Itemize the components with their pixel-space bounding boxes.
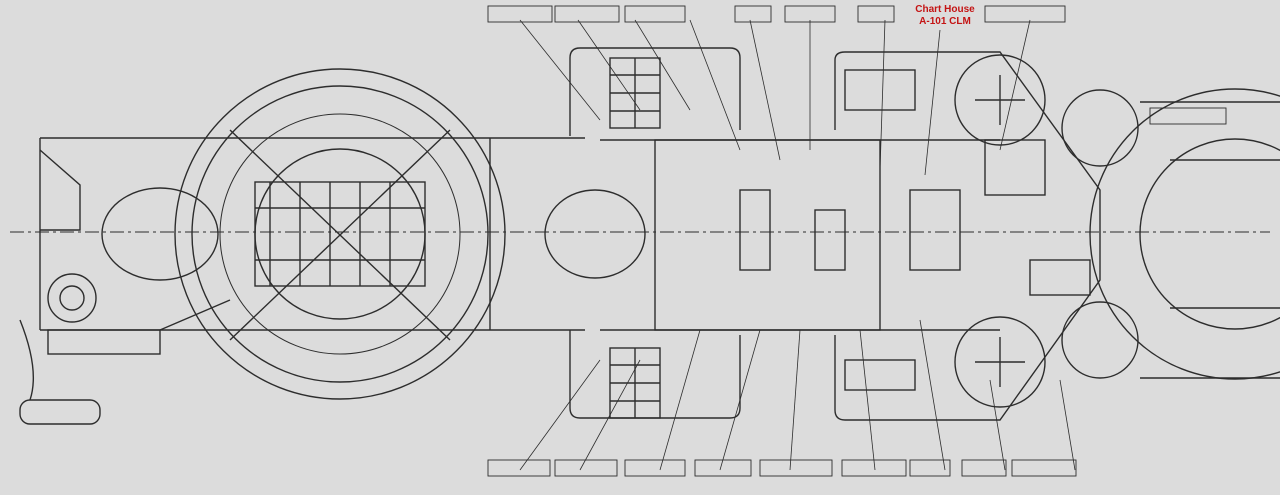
chart-house-label: Chart House xyxy=(915,4,975,15)
forward-gun-mounts xyxy=(954,54,1139,408)
chart-house-code: A-101 CLM xyxy=(919,16,971,27)
stack-ellipses xyxy=(101,187,646,281)
stern-fittings xyxy=(19,149,231,425)
after-turret-rings xyxy=(174,68,506,400)
forward-turret-arc xyxy=(1089,88,1280,380)
leader-lines xyxy=(519,19,1076,471)
room-label-boxes xyxy=(487,5,1227,477)
superstructure xyxy=(569,47,1101,421)
